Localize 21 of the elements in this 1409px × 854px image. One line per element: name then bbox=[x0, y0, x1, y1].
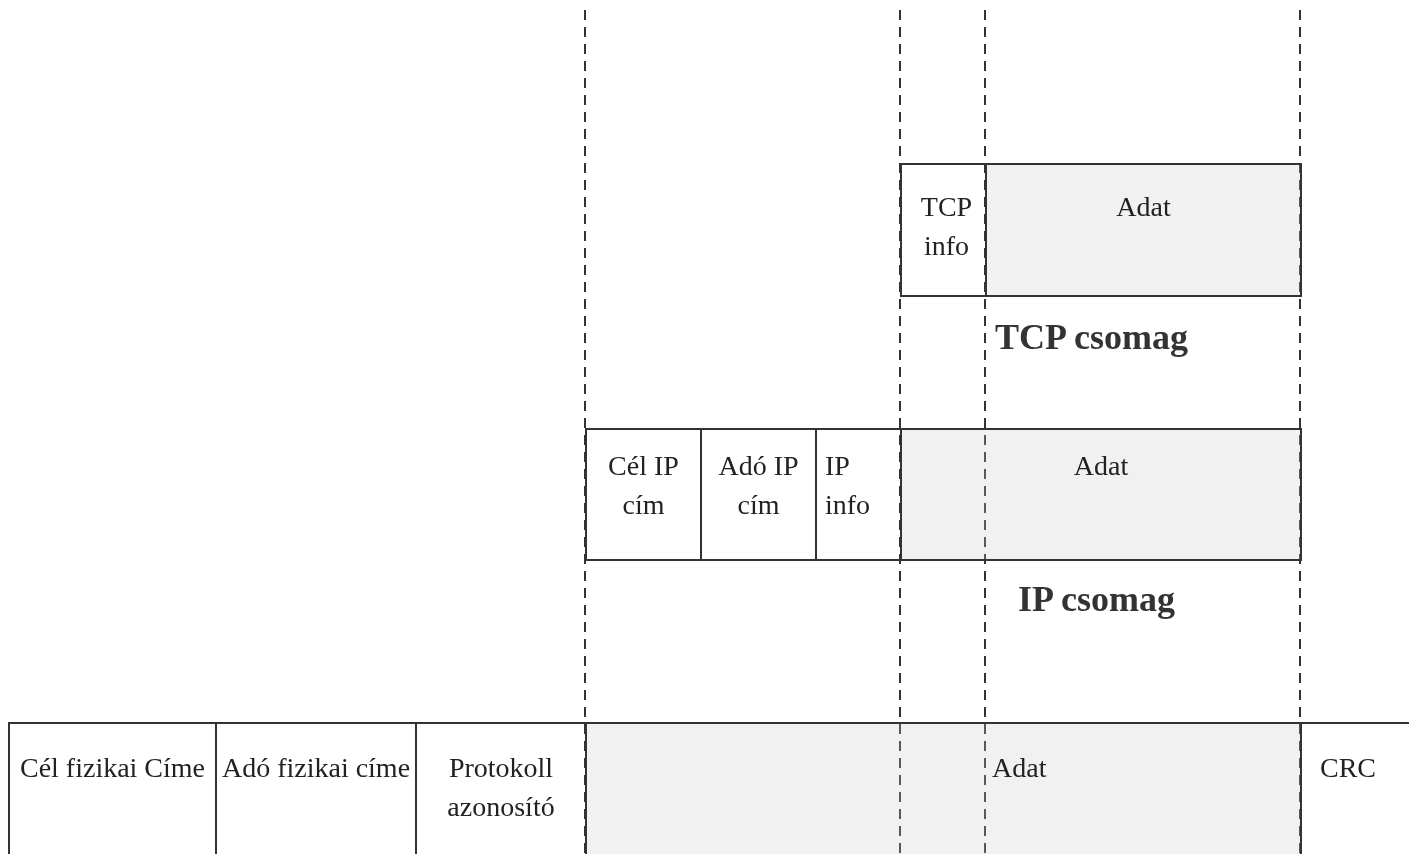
packet-field-box bbox=[900, 163, 987, 297]
packet-name-label: TCP csomag bbox=[995, 316, 1188, 358]
field-label: Cél IP cím bbox=[607, 449, 680, 523]
packet-field-box bbox=[585, 428, 702, 561]
packet-field-box bbox=[700, 428, 817, 561]
packet-field-box bbox=[985, 163, 1302, 297]
field-label: Protokoll azonosító bbox=[446, 751, 556, 825]
field-label: Cél fizikai Címe bbox=[19, 751, 206, 785]
field-label: Adat bbox=[992, 751, 1047, 785]
field-label: Adó fizikai címe bbox=[221, 751, 411, 785]
field-label: Adó IP cím bbox=[717, 449, 800, 523]
field-label: CRC bbox=[1320, 751, 1377, 785]
field-label: IP info bbox=[825, 449, 872, 523]
field-label: Adat bbox=[1116, 190, 1171, 224]
field-label: Adat bbox=[1073, 449, 1129, 483]
field-label: TCP info bbox=[919, 190, 974, 264]
packet-field-box bbox=[815, 428, 902, 561]
packet-name-label: IP csomag bbox=[1018, 578, 1175, 620]
packet-field-box bbox=[585, 722, 1302, 854]
packet-field-box bbox=[900, 428, 1302, 561]
packet-field-box bbox=[8, 722, 217, 854]
